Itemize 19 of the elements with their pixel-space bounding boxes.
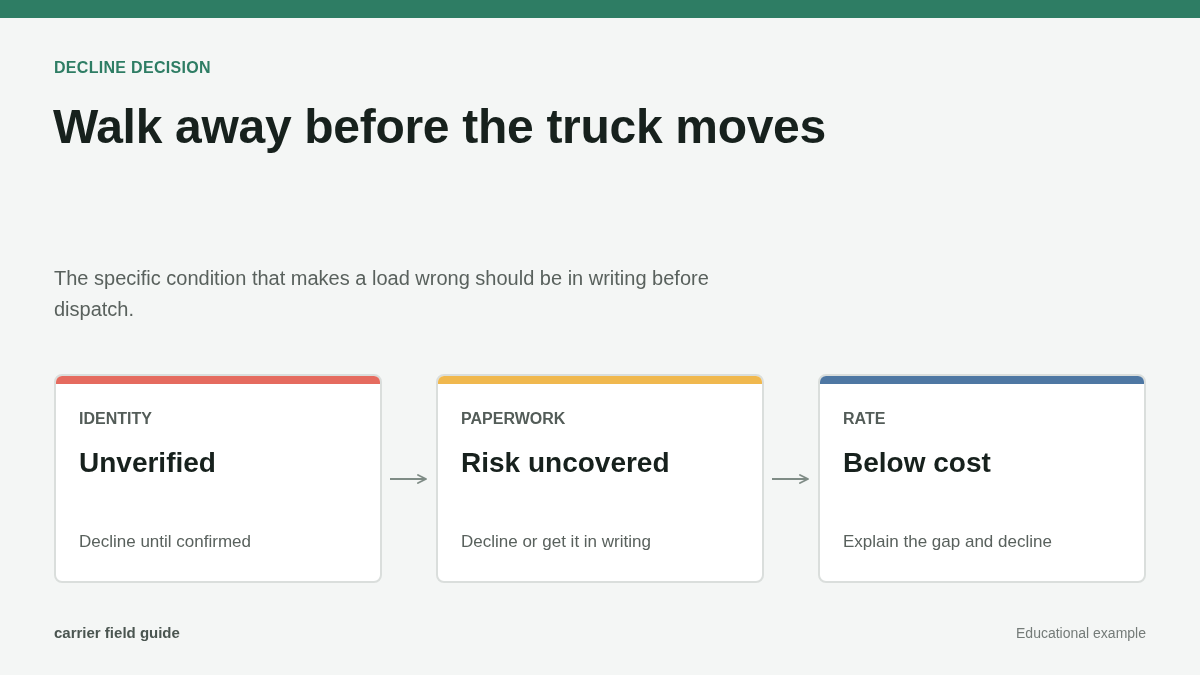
card-description: Decline or get it in writing xyxy=(461,532,651,552)
category-label: IDENTITY xyxy=(79,410,152,428)
card-description: Explain the gap and decline xyxy=(843,532,1052,552)
title-heading: Walk away before the truck moves xyxy=(53,99,826,154)
card-heading: Below cost xyxy=(843,447,991,479)
decision-card xyxy=(436,374,764,583)
arrow xyxy=(772,474,809,484)
subtitle-text: The specific condition that makes a load wrong should be in writing before dispatch. xyxy=(54,266,710,322)
arrow xyxy=(390,474,427,484)
footer-source-text: carrier field guide xyxy=(54,624,180,641)
category-label: PAPERWORK xyxy=(461,410,566,428)
footer-note-text: Educational example xyxy=(1016,625,1146,641)
decision-card xyxy=(54,374,382,583)
card-description: Decline until confirmed xyxy=(79,532,251,552)
section-kicker: DECLINE DECISION xyxy=(54,59,211,77)
decision-card xyxy=(818,374,1146,583)
category-label: RATE xyxy=(843,410,886,428)
card-heading: Unverified xyxy=(79,447,216,479)
card-heading: Risk uncovered xyxy=(461,447,670,479)
